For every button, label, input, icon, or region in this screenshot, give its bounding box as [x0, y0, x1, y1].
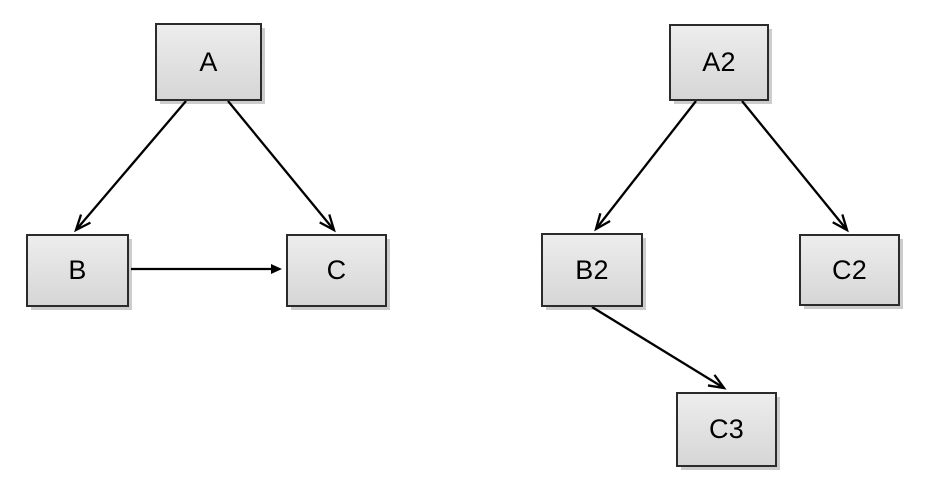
node-b2[interactable]: B2 — [541, 233, 643, 307]
node-c3-label: C3 — [708, 414, 745, 444]
node-c2[interactable]: C2 — [799, 234, 900, 306]
edge-line — [227, 100, 335, 231]
node-a2-label: A2 — [702, 47, 736, 77]
arrowhead-open — [319, 214, 336, 233]
node-a2[interactable]: A2 — [669, 24, 769, 101]
edge-b2-c3 — [591, 306, 727, 390]
arrowhead-open — [74, 214, 91, 233]
edge-line — [75, 100, 187, 231]
arrowhead-open — [832, 214, 849, 233]
edge-line — [591, 306, 725, 389]
edge-line — [741, 100, 848, 231]
node-b2-label: B2 — [575, 254, 609, 285]
arrowhead-filled — [271, 264, 282, 274]
edge-a-b — [74, 100, 187, 233]
arrowhead-open — [594, 213, 611, 232]
edge-a2-c2 — [741, 100, 849, 233]
edge-a-c — [227, 100, 336, 233]
node-a-label: A — [199, 46, 218, 77]
node-c[interactable]: C — [286, 234, 387, 307]
node-c2-label: C2 — [831, 254, 868, 285]
node-c-label: C — [326, 255, 347, 285]
node-b[interactable]: B — [26, 234, 129, 307]
arrowhead-open — [707, 374, 727, 390]
edge-b-c — [131, 264, 282, 274]
edge-line — [595, 100, 697, 230]
edge-a2-b2 — [594, 100, 697, 232]
node-b-label: B — [68, 255, 87, 285]
node-c3[interactable]: C3 — [676, 392, 777, 467]
node-a[interactable]: A — [155, 23, 262, 101]
